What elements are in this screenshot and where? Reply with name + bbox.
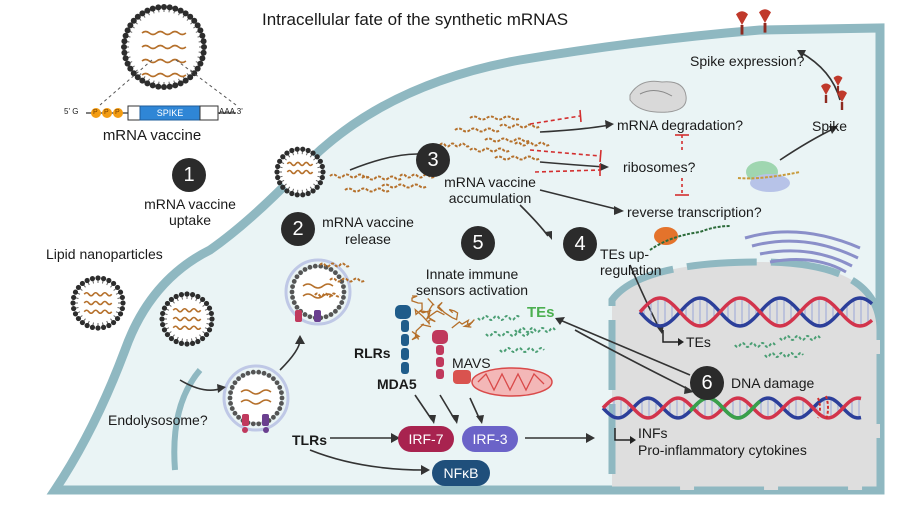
inhibition-markers bbox=[529, 109, 689, 196]
lipid-nanoparticle-large bbox=[121, 4, 207, 90]
accumulation-label-line2: accumulation bbox=[448, 190, 532, 206]
arrow-tlr-nfkb bbox=[309, 449, 426, 471]
lipid-nanoparticle-mid bbox=[159, 291, 215, 347]
lipid-nanoparticle-release bbox=[274, 146, 326, 198]
spike-label: Spike bbox=[812, 118, 848, 134]
mrna-degradation-label: mRNA degradation? bbox=[617, 117, 744, 133]
step-4-badge: 4 bbox=[563, 227, 597, 261]
arrow-tes-dna-damage bbox=[559, 319, 691, 376]
mrna-vaccine-label: mRNA vaccine bbox=[102, 127, 202, 144]
rlrs-label: RLRs bbox=[354, 345, 391, 361]
promoter-arrows bbox=[614, 330, 680, 441]
ribosomes-label: ribosomes? bbox=[623, 159, 696, 175]
dna-helix-top bbox=[638, 296, 874, 328]
arrow-to-rt bbox=[539, 189, 621, 211]
endolysosome-lower bbox=[222, 364, 290, 432]
irf3-pill: IRF-3 bbox=[462, 426, 518, 452]
step-3-badge: 3 bbox=[416, 143, 450, 177]
innate-label-line1: Innate immune bbox=[425, 266, 519, 282]
arrow-to-dna-damage bbox=[574, 329, 691, 391]
arrowheads bbox=[217, 50, 838, 475]
step-5-badge: 5 bbox=[461, 226, 495, 260]
reverse-transcriptase-icon bbox=[649, 225, 731, 251]
cap-label: P bbox=[104, 109, 109, 116]
diagram-title: Intracellular fate of the synthetic mRNA… bbox=[262, 10, 569, 29]
cap-dot bbox=[91, 108, 101, 118]
dna-damage-label: DNA damage bbox=[731, 375, 815, 391]
spike-expression-label: Spike expression? bbox=[690, 53, 805, 69]
accumulation-label-line1: mRNA vaccine bbox=[444, 174, 536, 190]
cap-dot bbox=[113, 108, 123, 118]
innate-label-line2: sensors activation bbox=[415, 282, 529, 298]
tlr-receptors bbox=[242, 310, 321, 433]
promoter-arrowheads bbox=[630, 338, 684, 444]
lipid-nanoparticle-left bbox=[70, 275, 126, 331]
mavs-label: MAVS bbox=[452, 355, 491, 371]
cytokines-label: Pro-inflammatory cytokines bbox=[638, 442, 807, 458]
mitochondrion-icon bbox=[471, 367, 553, 397]
tes-up-label-line2: regulation bbox=[600, 262, 662, 278]
spike-proteins bbox=[736, 9, 847, 110]
mavs-icon bbox=[453, 370, 471, 384]
release-label-line2: release bbox=[345, 231, 391, 247]
release-label-line1: mRNA vaccine bbox=[322, 214, 414, 230]
dna-helix-bottom bbox=[601, 396, 862, 420]
step-1-badge: 1 bbox=[172, 158, 206, 192]
tlrs-label: TLRs bbox=[292, 432, 327, 448]
endocytic-invagination bbox=[171, 368, 203, 471]
arrow-to-degradation bbox=[539, 124, 611, 133]
cap-label: P bbox=[115, 109, 120, 116]
ribosome-icon bbox=[737, 161, 801, 192]
tes-nucleus-label: TEs bbox=[686, 334, 711, 350]
step-6-badge: 6 bbox=[690, 366, 724, 400]
degradation-complex-icon bbox=[629, 80, 687, 113]
te-squiggles bbox=[477, 315, 821, 358]
nfkb-pill: NFκB bbox=[432, 460, 490, 486]
construct-3prime: AAA 3' bbox=[219, 107, 243, 116]
reverse-transcription-label: reverse transcription? bbox=[627, 204, 762, 220]
endolysosome-label: Endolysosome? bbox=[108, 412, 208, 428]
irf7-pill: IRF-7 bbox=[398, 426, 454, 452]
construct-5prime: 5' G bbox=[64, 107, 79, 116]
uptake-label-line1: mRNA vaccine bbox=[144, 196, 236, 212]
dna-break-marker bbox=[817, 395, 829, 421]
lipid-nanoparticles-label: Lipid nanoparticles bbox=[46, 246, 163, 262]
tes-green-label: TEs bbox=[527, 304, 555, 321]
uptake-label-line2: uptake bbox=[168, 212, 212, 228]
mrna-construct bbox=[86, 59, 237, 121]
endoplasmic-reticulum bbox=[744, 230, 861, 274]
dsrna-tangle bbox=[411, 295, 475, 341]
spike-gene-label: SPIKE bbox=[156, 108, 184, 118]
mda5-label: MDA5 bbox=[377, 376, 417, 392]
infs-label: INFs bbox=[638, 425, 668, 441]
mda5-receptor-icon bbox=[432, 330, 448, 379]
cap-dot bbox=[102, 108, 112, 118]
arrow-to-tes bbox=[519, 204, 549, 237]
rlr-receptor-icon bbox=[395, 305, 411, 374]
cap-label: P bbox=[93, 109, 98, 116]
tes-up-label-line1: TEs up- bbox=[600, 246, 650, 262]
step-2-badge: 2 bbox=[281, 212, 315, 246]
